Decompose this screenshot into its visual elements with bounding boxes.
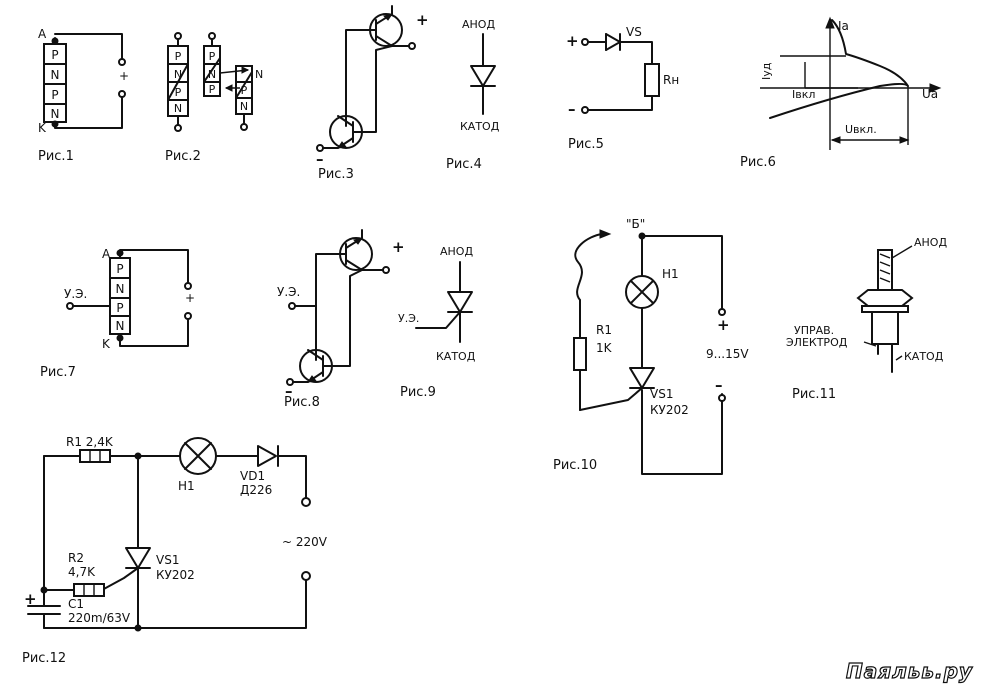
- fig2-right-n1: N: [255, 68, 263, 81]
- caption-fig5: Рис.5: [568, 137, 604, 152]
- caption-fig11: Рис.11: [792, 387, 836, 402]
- fig1-label-plus: +: [119, 69, 129, 83]
- fig12-h1: H1: [178, 479, 195, 493]
- fig1-label-a: A: [38, 27, 47, 41]
- fig12-c1-plus: +: [24, 590, 37, 608]
- fig10-vs1: VS1: [650, 387, 673, 401]
- fig6-ua: Ua: [922, 87, 938, 101]
- fig2-two-transistor-split: P N P N P N P N P N: [167, 32, 263, 132]
- fig2-mid-n: N: [208, 68, 216, 81]
- fig12-c1: C1: [68, 597, 84, 611]
- fig1-layer-p2: P: [51, 88, 58, 102]
- fig12-r1: R1 2,4K: [66, 435, 114, 449]
- fig6-ia: Ia: [838, 19, 849, 33]
- fig7-layer-p1: P: [116, 262, 123, 276]
- caption-fig8: Рис.8: [284, 395, 320, 410]
- fig7-triode-structure: P N P N A K У.Э. + –: [64, 247, 195, 351]
- caption-fig3: Рис.3: [318, 167, 354, 182]
- fig1-layer-n2: N: [51, 107, 60, 121]
- fig8-ue: У.Э.: [277, 285, 300, 299]
- fig5-rn: Rн: [663, 73, 679, 87]
- fig12-ku202: КУ202: [156, 568, 195, 582]
- fig1-layer-n1: N: [51, 68, 60, 82]
- fig6-ivkl: Iвкл: [792, 88, 815, 101]
- fig7-plus: +: [185, 291, 195, 305]
- fig11-ctrl-line2: ЭЛЕКТРОД: [786, 336, 848, 349]
- fig2-mid-p2: P: [209, 83, 216, 96]
- fig6-iud: Iуд: [760, 62, 773, 80]
- fig12-c1-value: 220m/63V: [68, 611, 131, 625]
- caption-fig7: Рис.7: [40, 365, 76, 380]
- caption-fig10: Рис.10: [553, 458, 597, 473]
- fig2-left-n1: N: [174, 68, 182, 81]
- fig2-right-n2: N: [240, 100, 248, 113]
- fig10-r1: R1: [596, 323, 612, 337]
- fig10-ku202: КУ202: [650, 403, 689, 417]
- fig10-voltage: 9...15V: [706, 347, 749, 361]
- fig12-voltage: ~ 220V: [282, 535, 328, 549]
- fig6-uvkl: Uвкл.: [845, 123, 877, 136]
- fig12-mains-circuit: + R1 2,4K H1 VD1 Д226 ~ 220V R2 4,7K VS1…: [24, 435, 328, 632]
- caption-fig4: Рис.4: [446, 157, 482, 172]
- fig11-anode: АНОД: [914, 236, 947, 249]
- fig2-right-p: P: [241, 84, 248, 97]
- fig8-transistor-equivalent-gate: У.Э. + –: [277, 229, 405, 400]
- fig9-anode: АНОД: [440, 245, 473, 258]
- fig7-label-ue: У.Э.: [64, 287, 87, 301]
- fig12-vs1: VS1: [156, 553, 179, 567]
- fig10-plus: +: [717, 316, 730, 334]
- fig7-layer-p2: P: [116, 301, 123, 315]
- fig7-layer-n1: N: [116, 282, 125, 296]
- fig12-vd1: VD1: [240, 469, 265, 483]
- fig7-label-k: K: [102, 337, 111, 351]
- fig2-left-p2: P: [175, 86, 182, 99]
- fig11-ctrl-line1: УПРАВ.: [794, 324, 834, 337]
- site-watermark: Паяльь.ру: [846, 659, 973, 683]
- fig3-plus: +: [416, 11, 429, 29]
- caption-fig12: Рис.12: [22, 651, 66, 666]
- fig3-transistor-equivalent: + –: [316, 5, 429, 168]
- fig2-left-p1: P: [175, 50, 182, 63]
- fig9-scr-symbol: АНОД У.Э. КАТОД: [398, 245, 476, 363]
- fig3-minus: –: [316, 150, 324, 168]
- fig7-minus: –: [185, 311, 191, 325]
- fig11-ku202-package: АНОД УПРАВ. ЭЛЕКТРОД КАТОД: [786, 236, 947, 373]
- fig1-pnpn-structure: P N P N A K + –: [38, 27, 129, 135]
- fig4-anode: АНОД: [462, 18, 495, 31]
- caption-fig1: Рис.1: [38, 149, 74, 164]
- caption-fig6: Рис.6: [740, 155, 776, 170]
- fig5-plus: +: [566, 32, 579, 50]
- caption-fig9: Рис.9: [400, 385, 436, 400]
- fig10-test-circuit: "Б" H1 R1 1K VS1 КУ202 + 9...15V –: [573, 217, 749, 475]
- fig10-h1: H1: [662, 267, 679, 281]
- fig9-cathode: КАТОД: [436, 350, 476, 363]
- fig8-minus: –: [285, 382, 293, 400]
- fig4-thyristor-symbol: АНОД КАТОД: [460, 18, 500, 133]
- fig10-r1-value: 1K: [596, 341, 613, 355]
- fig1-layer-p1: P: [51, 48, 58, 62]
- fig2-left-n2: N: [174, 102, 182, 115]
- fig4-cathode: КАТОД: [460, 120, 500, 133]
- fig12-r2-value: 4,7K: [68, 565, 96, 579]
- fig7-layer-n2: N: [116, 319, 125, 333]
- fig1-label-minus: –: [119, 89, 125, 103]
- fig10-minus: –: [715, 376, 723, 394]
- fig12-d226: Д226: [240, 483, 272, 497]
- fig1-label-k: K: [38, 121, 47, 135]
- fig6-iv-characteristic: Ia Ua Iуд Iвкл Uвкл.: [760, 16, 942, 150]
- caption-fig2: Рис.2: [165, 149, 201, 164]
- fig5-dinistor-circuit: + – VS Rн: [566, 25, 679, 118]
- fig9-ue: У.Э.: [398, 312, 419, 325]
- fig5-minus: –: [568, 100, 576, 118]
- fig2-mid-p: P: [209, 50, 216, 63]
- fig8-plus: +: [392, 238, 405, 256]
- fig11-cathode: КАТОД: [904, 350, 944, 363]
- fig5-vs: VS: [626, 25, 642, 39]
- fig7-label-a: A: [102, 247, 111, 261]
- fig12-r2: R2: [68, 551, 84, 565]
- fig10-b: "Б": [626, 217, 645, 231]
